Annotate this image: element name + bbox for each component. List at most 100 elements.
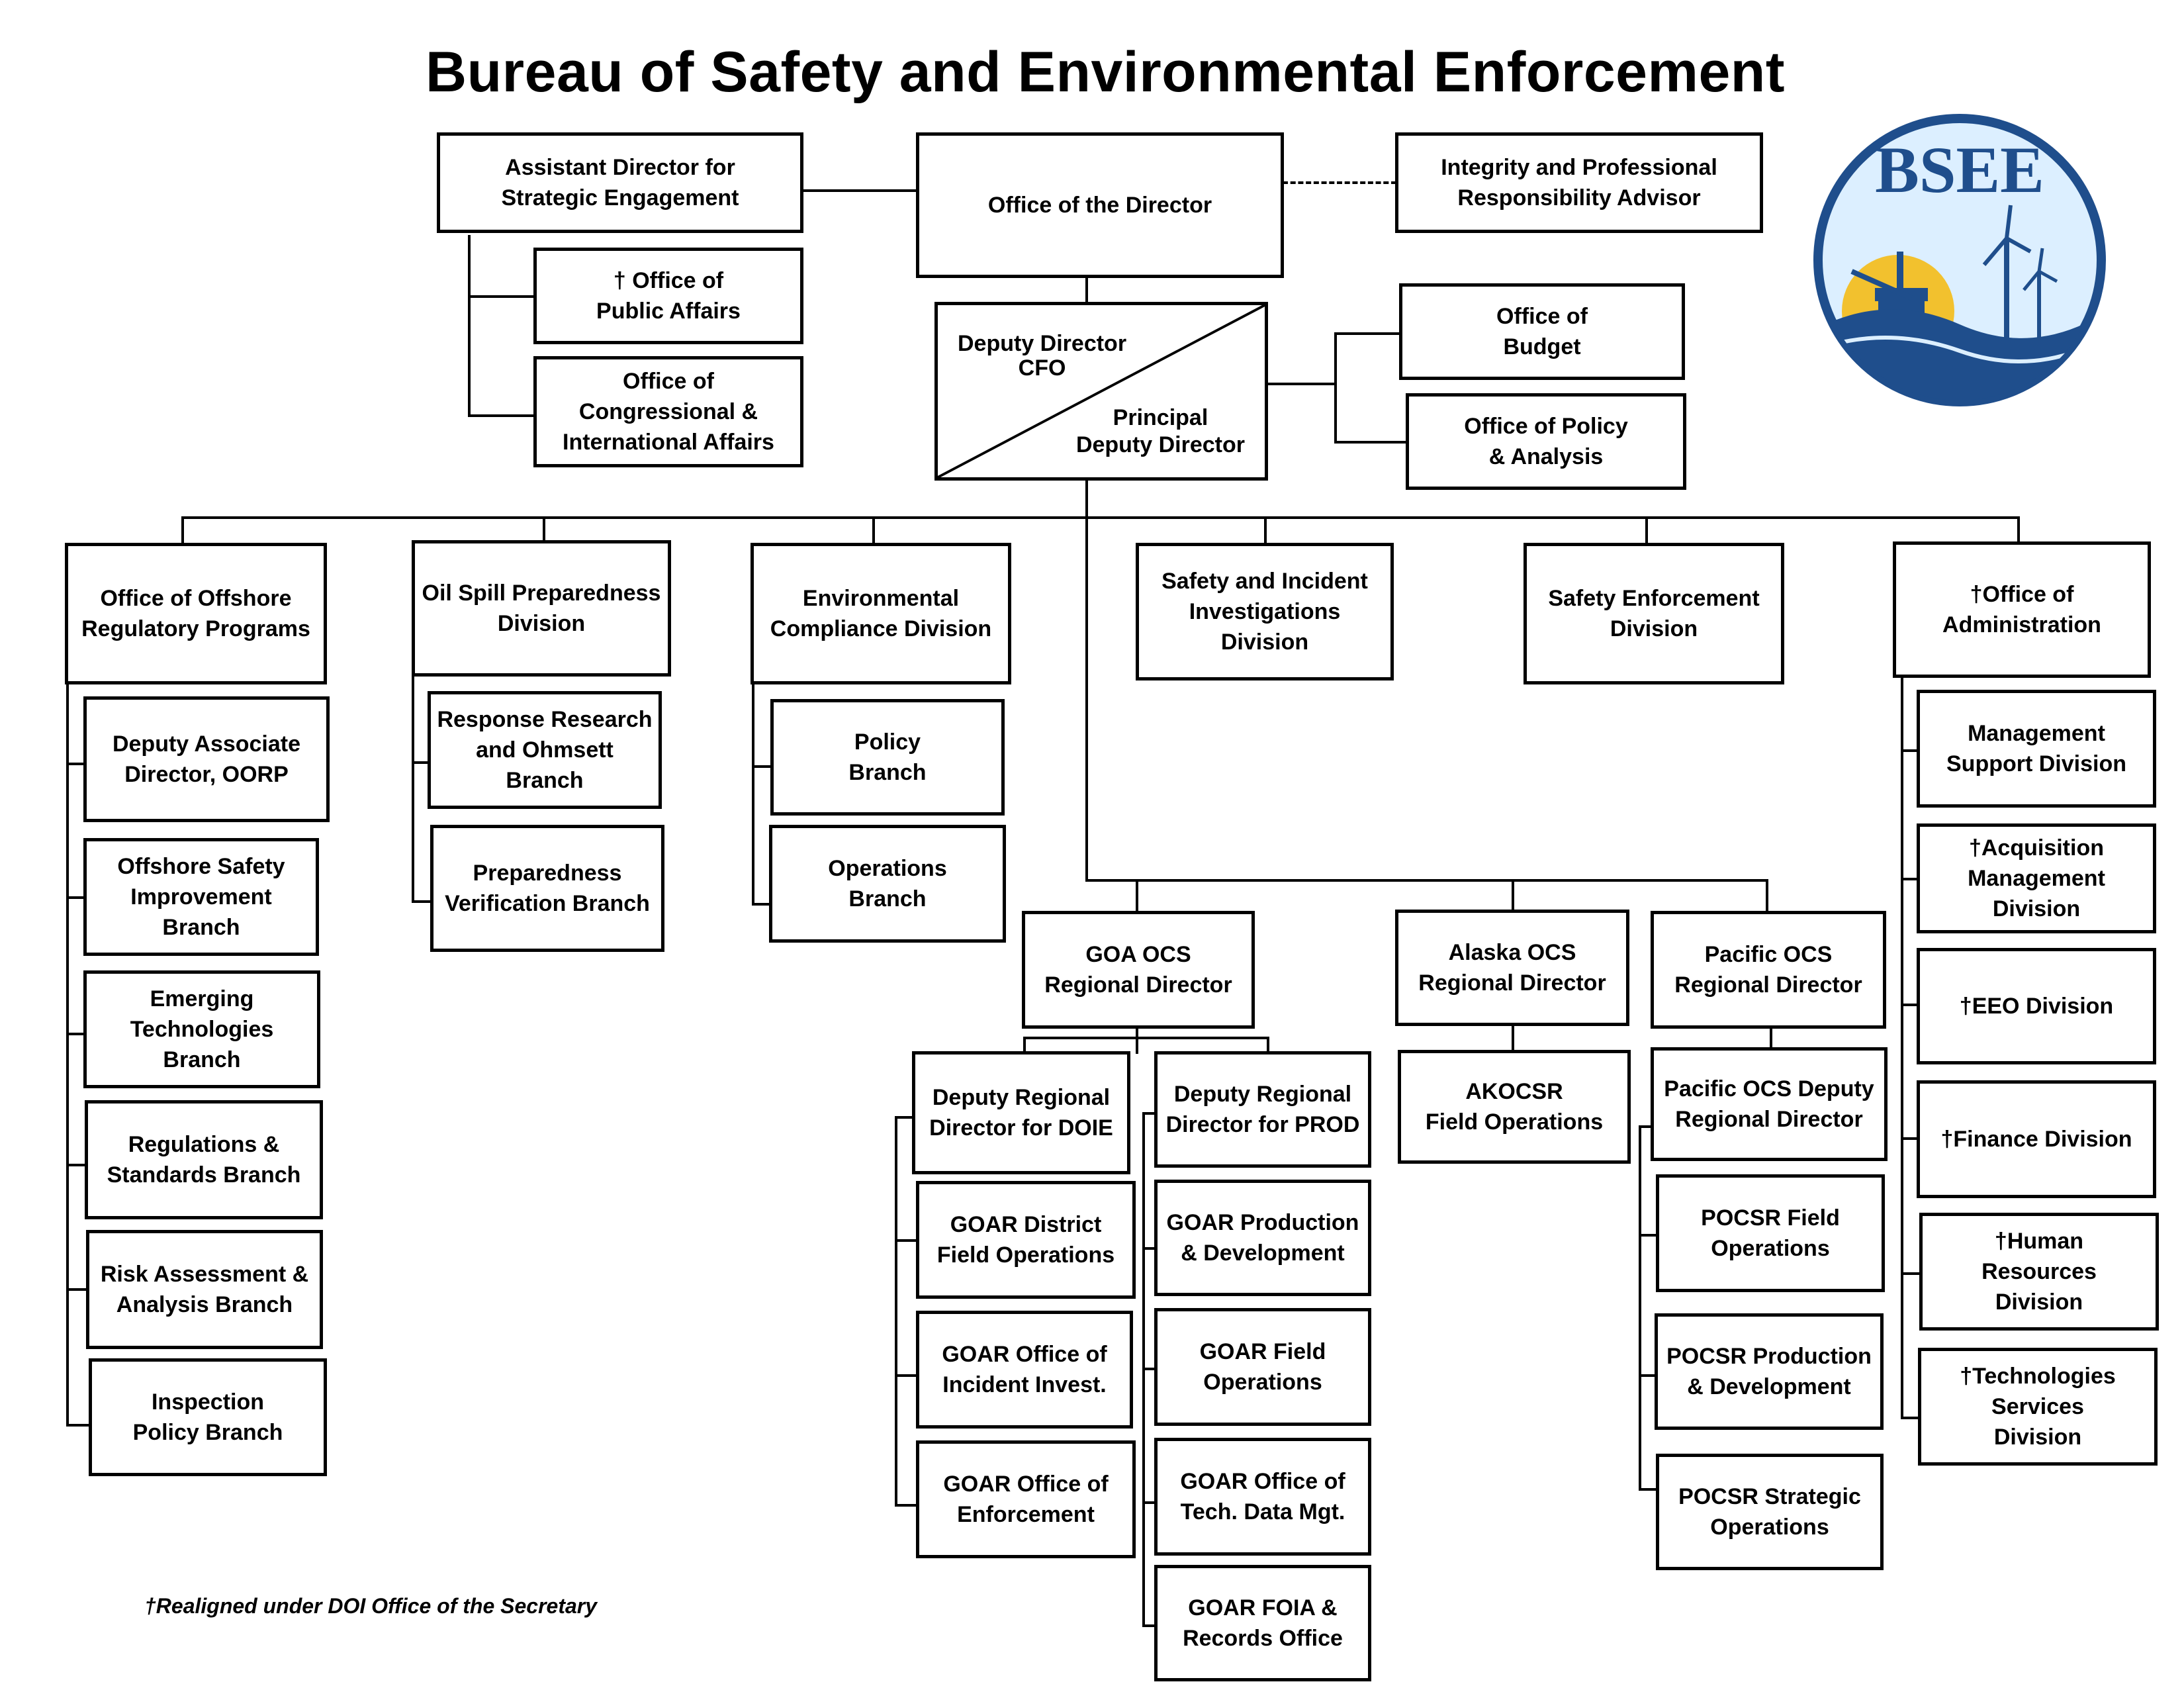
connector [1639, 1488, 1659, 1491]
connector [752, 682, 754, 906]
connector [1770, 1027, 1772, 1050]
connector [412, 761, 430, 764]
connector [1142, 1112, 1157, 1115]
oorp-branch: Regulations & Standards Branch [85, 1100, 323, 1219]
connector [1901, 1137, 1919, 1140]
deputy-director-cfo-label: Deputy Director CFO [958, 331, 1127, 381]
goa-doie-unit: GOAR Office of Enforcement [916, 1440, 1136, 1558]
connector [1142, 1501, 1157, 1504]
alaska-regional-director-box: Alaska OCS Regional Director [1395, 910, 1629, 1026]
connector [1645, 516, 1648, 545]
connector [1267, 1037, 1269, 1054]
connector [1512, 879, 1514, 911]
administration-branch: †Technologies Services Division [1918, 1348, 2158, 1466]
oil-spill-branch: Preparedness Verification Branch [430, 825, 664, 952]
bsee-seal-icon: BSEE [1813, 114, 2106, 406]
pacific-unit: Pacific OCS Deputy Regional Director [1651, 1047, 1888, 1161]
connector [895, 1116, 897, 1507]
connector [895, 1504, 917, 1507]
connector [1901, 749, 1919, 752]
office-of-budget-box: Office of Budget [1399, 283, 1685, 380]
assistant-director-box: Assistant Director for Strategic Engagem… [437, 132, 803, 233]
public-affairs-box: † Office of Public Affairs [533, 248, 803, 344]
logo-text: BSEE [1875, 133, 2044, 207]
division-oil-spill: Oil Spill Preparedness Division [412, 540, 671, 677]
deputy-director-box: Deputy Director CFO Principal Deputy Dir… [934, 302, 1268, 481]
connector [1085, 275, 1088, 303]
connector [1264, 516, 1267, 545]
connector [1142, 1624, 1157, 1627]
environmental-branch: Policy Branch [770, 699, 1005, 816]
environmental-branch: Operations Branch [769, 825, 1006, 943]
connector [1085, 478, 1088, 882]
goa-prod-unit: Deputy Regional Director for PROD [1154, 1051, 1371, 1168]
goa-doie-unit: Deputy Regional Director for DOIE [912, 1051, 1130, 1174]
congressional-affairs-box: Office of Congressional & International … [533, 356, 803, 467]
connector [1901, 675, 1903, 1419]
connector [1142, 1368, 1157, 1370]
connector [1334, 332, 1402, 335]
administration-branch: †EEO Division [1917, 948, 2156, 1064]
connector [468, 295, 535, 298]
division-oorp: Office of Offshore Regulatory Programs [65, 543, 327, 684]
pacific-unit: POCSR Production & Development [1655, 1313, 1884, 1430]
connector [66, 896, 86, 899]
integrity-advisor-box: Integrity and Professional Responsibilit… [1395, 132, 1763, 233]
connector [1639, 1234, 1659, 1237]
connector [66, 1033, 86, 1035]
connector [1085, 879, 1768, 882]
principal-deputy-director-label: Principal Deputy Director [1075, 405, 1245, 457]
connector [895, 1374, 917, 1377]
connector [1334, 332, 1337, 444]
connector [543, 516, 545, 545]
connector [181, 516, 184, 545]
alaska-unit: AKOCSR Field Operations [1398, 1050, 1631, 1164]
office-of-policy-analysis-box: Office of Policy & Analysis [1406, 393, 1686, 490]
connector [412, 675, 414, 903]
connector [752, 903, 772, 906]
goa-doie-unit: GOAR District Field Operations [916, 1181, 1136, 1299]
connector [752, 765, 773, 768]
connector [1265, 383, 1336, 385]
connector [1023, 1037, 1026, 1054]
connector [872, 516, 875, 545]
connector [1334, 441, 1408, 444]
connector [1136, 1037, 1138, 1054]
pacific-regional-director-box: Pacific OCS Regional Director [1651, 911, 1886, 1029]
connector [468, 414, 535, 417]
connector [1901, 1272, 1922, 1275]
oorp-branch: Deputy Associate Director, OORP [83, 696, 330, 822]
pacific-unit: POCSR Field Operations [1656, 1174, 1885, 1292]
connector [1639, 1125, 1652, 1128]
connector [1901, 1417, 1921, 1419]
connector [66, 1424, 90, 1427]
oorp-branch: Risk Assessment & Analysis Branch [86, 1230, 323, 1349]
connector [1136, 879, 1138, 911]
administration-branch: †Human Resources Division [1919, 1213, 2159, 1331]
connector [66, 1288, 86, 1291]
connector [895, 1116, 913, 1119]
chart-title: Bureau of Safety and Environmental Enfor… [426, 40, 1785, 104]
connector [66, 682, 69, 1427]
connector [1901, 1004, 1919, 1006]
oorp-branch: Emerging Technologies Branch [83, 970, 320, 1088]
goa-prod-unit: GOAR Office of Tech. Data Mgt. [1154, 1438, 1371, 1556]
division-safety-incident: Safety and Incident Investigations Divis… [1136, 543, 1394, 680]
connector [895, 1239, 917, 1242]
connector [1136, 1027, 1138, 1039]
administration-branch: †Acquisition Management Division [1917, 823, 2156, 933]
goa-prod-unit: GOAR FOIA & Records Office [1154, 1565, 1371, 1681]
administration-branch: Management Support Division [1917, 690, 2156, 808]
diagonal-divider [938, 305, 1265, 477]
connector [1512, 1025, 1514, 1053]
goa-doie-unit: GOAR Office of Incident Invest. [916, 1311, 1133, 1429]
connector [1766, 879, 1768, 911]
connector [1142, 1247, 1157, 1250]
division-administration: †Office of Administration [1893, 541, 2151, 678]
connector [1639, 1374, 1657, 1377]
goa-regional-director-box: GOA OCS Regional Director [1022, 911, 1255, 1029]
connector [181, 516, 2020, 519]
connector [801, 189, 919, 192]
division-environmental-compliance: Environmental Compliance Division [751, 543, 1011, 684]
